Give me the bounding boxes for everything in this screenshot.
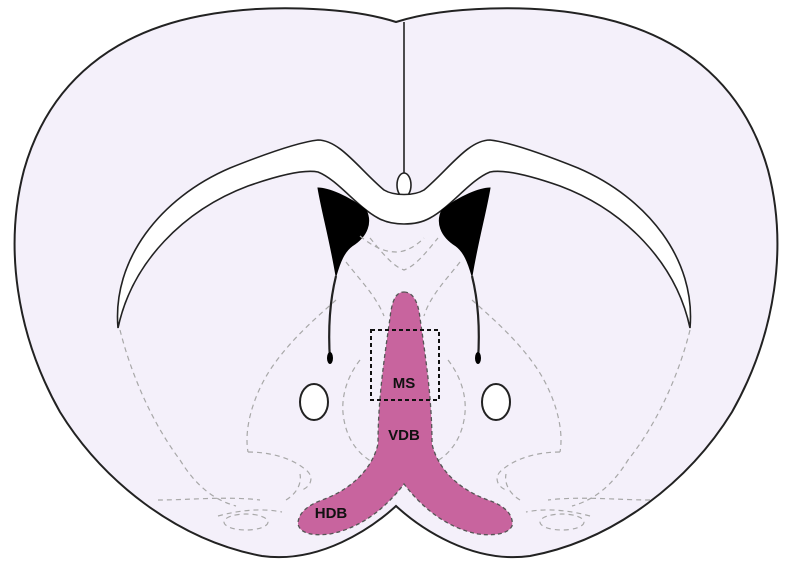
midline-small-ventricle <box>397 173 411 197</box>
left-anterior-commissure <box>300 384 328 420</box>
label-ms: MS <box>393 375 416 392</box>
left-ventricle-tail-end <box>327 352 333 364</box>
right-ventricle-tail-end <box>475 352 481 364</box>
label-hdb: HDB <box>315 505 348 522</box>
right-anterior-commissure <box>482 384 510 420</box>
label-vdb: VDB <box>388 427 420 444</box>
